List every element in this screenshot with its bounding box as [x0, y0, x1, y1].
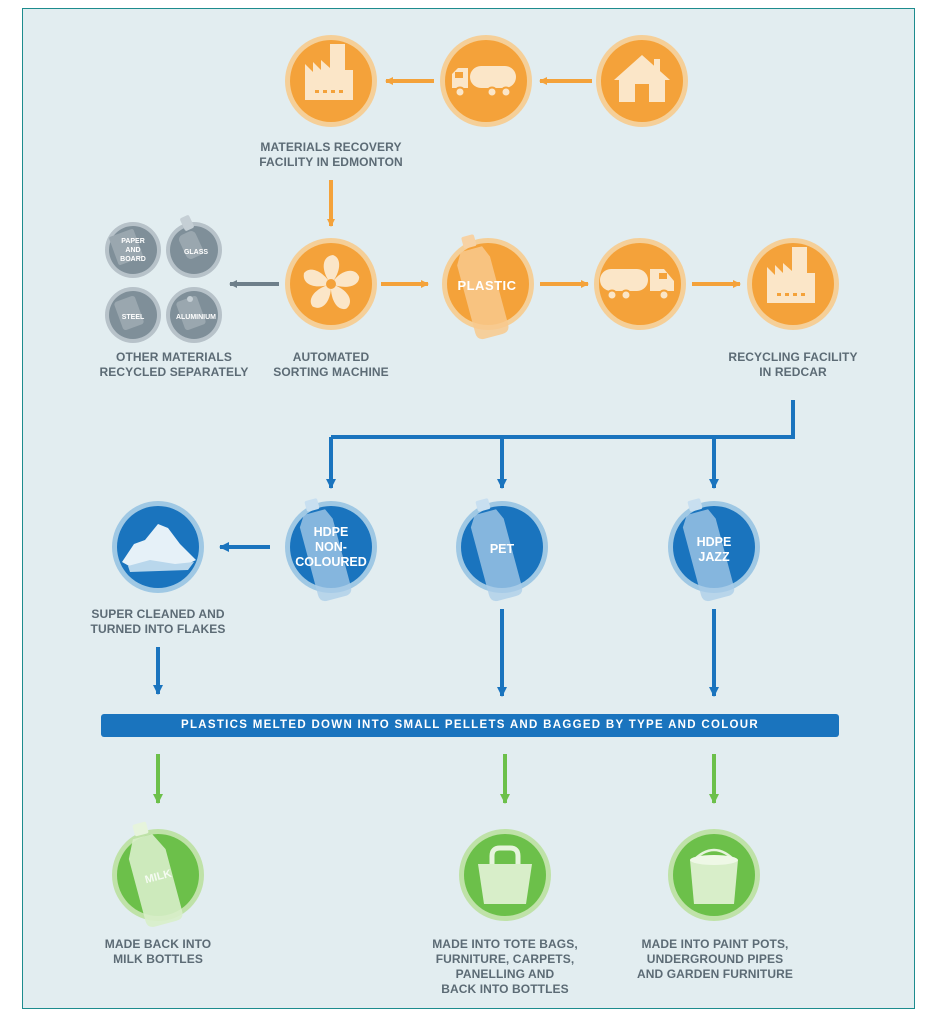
- hdpe-jazz-label-1: HDPE: [697, 535, 732, 549]
- hdpe-non-label-1: HDPE: [314, 525, 349, 539]
- label-other-materials: OTHER MATERIALS RECYCLED SEPARATELY: [99, 350, 249, 379]
- board-label: BOARD: [120, 256, 146, 263]
- steel-can-icon: STEEL: [105, 287, 161, 343]
- paper-label: PAPER: [121, 238, 145, 245]
- label-sorting-machine: AUTOMATED SORTING MACHINE: [273, 350, 389, 379]
- plastic-bottle-icon: PLASTIC: [442, 234, 534, 340]
- factory-icon: [285, 35, 377, 127]
- house-icon: [596, 35, 688, 127]
- tanker-truck-icon-2: [594, 238, 686, 330]
- label-mrf: MATERIALS RECOVERY FACILITY IN EDMONTON: [259, 140, 403, 169]
- paint-pot-icon: [668, 829, 760, 921]
- factory-icon-redcar: [747, 238, 839, 330]
- label-flakes: SUPER CLEANED AND TURNED INTO FLAKES: [90, 607, 226, 636]
- and-label: AND: [125, 247, 140, 254]
- milk-bottle-icon: MILK: [112, 821, 204, 927]
- hdpe-jazz-label-2: JAZZ: [698, 550, 730, 564]
- fan-icon: [285, 238, 377, 330]
- steel-label: STEEL: [122, 314, 145, 321]
- hdpe-non-label-3: COLOURED: [295, 555, 367, 569]
- hdpe-jazz-bottle-icon: HDPE JAZZ: [668, 498, 760, 602]
- label-paint-pots: MADE INTO PAINT POTS, UNDERGROUND PIPES …: [637, 937, 793, 981]
- flakes-icon: [112, 501, 204, 593]
- label-redcar: RECYCLING FACILITY IN REDCAR: [728, 350, 858, 379]
- aluminium-label: ALUMINIUM: [176, 314, 216, 321]
- tanker-truck-icon: [440, 35, 532, 127]
- pet-bottle-icon: PET: [456, 498, 548, 602]
- pellets-banner: PLASTICS MELTED DOWN INTO SMALL PELLETS …: [101, 714, 839, 737]
- hdpe-non-label-2: NON-: [315, 540, 347, 554]
- aluminium-can-icon: ALUMINIUM: [166, 287, 222, 343]
- hdpe-non-coloured-bottle-icon: HDPE NON- COLOURED: [285, 498, 377, 602]
- pet-label: PET: [490, 542, 515, 556]
- glass-label: GLASS: [184, 249, 208, 256]
- glass-icon: GLASS: [166, 215, 222, 278]
- tote-bag-icon: [459, 829, 551, 921]
- splitter-line: [331, 400, 795, 439]
- paper-and-board-icon: PAPER AND BOARD: [105, 222, 161, 278]
- label-tote-bags: MADE INTO TOTE BAGS, FURNITURE, CARPETS,…: [432, 937, 578, 996]
- plastic-label: PLASTIC: [457, 278, 516, 293]
- label-milk-bottles: MADE BACK INTO MILK BOTTLES: [104, 937, 212, 966]
